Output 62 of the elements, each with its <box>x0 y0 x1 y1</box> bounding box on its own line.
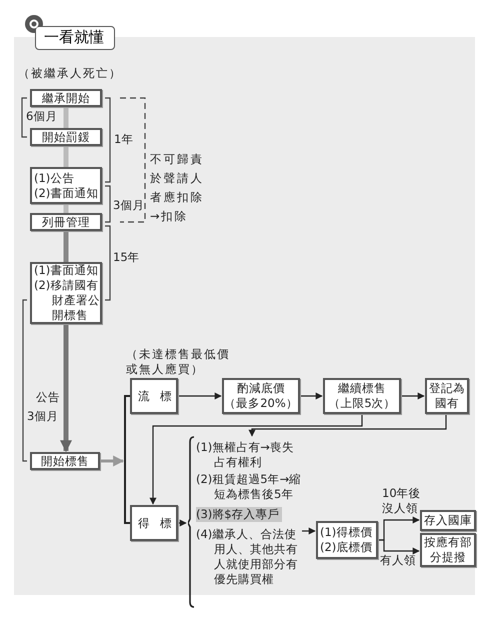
duration-label: 1年 <box>114 132 134 147</box>
connector <box>150 414 363 505</box>
connector <box>401 392 425 400</box>
edge-label: 有人領 <box>380 553 417 568</box>
process-box <box>30 89 102 107</box>
duration-label: 公告3個月 <box>27 389 61 425</box>
box-label: 按應有部分提撥 <box>423 535 473 565</box>
process-box <box>130 505 178 541</box>
connector <box>60 324 72 452</box>
box-label: 繼承開始 <box>42 90 90 106</box>
connector <box>178 520 187 526</box>
process-box <box>323 378 401 414</box>
connector <box>178 392 222 400</box>
box-label: (1)得標價 <box>320 525 372 540</box>
connector <box>248 414 447 437</box>
box-label: 登記為國有 <box>428 381 466 411</box>
connector <box>378 539 420 554</box>
edge-label: 10年後沒人領 <box>382 486 422 516</box>
box-label: (1)公告 <box>34 170 74 186</box>
connector <box>126 522 130 524</box>
process-box <box>30 128 102 146</box>
connector <box>302 528 316 534</box>
title: 一看就懂 <box>35 26 115 50</box>
box-label: （上限5次） <box>328 396 396 411</box>
box-label: 流標 <box>138 388 182 404</box>
duration-label: 6個月 <box>26 109 58 124</box>
list-item: (1)無權占有→喪失占有權利 <box>196 440 295 470</box>
box-label: 得標 <box>138 516 182 530</box>
process-box <box>30 452 100 470</box>
process-box <box>30 213 102 231</box>
box-label: 列冊管理 <box>42 214 90 230</box>
box-label: 存入國庫 <box>424 513 472 528</box>
connector <box>64 107 68 128</box>
note-text: （被繼承人死亡） <box>18 66 123 81</box>
process-box <box>130 378 178 414</box>
process-box <box>420 510 476 531</box>
process-box <box>30 167 102 204</box>
connector <box>100 456 124 466</box>
connector <box>64 146 68 167</box>
box-label: 開始罰鍰 <box>42 130 90 144</box>
connector <box>300 392 323 400</box>
box-label: 繼續標售 <box>338 381 386 396</box>
process-box <box>30 262 102 324</box>
process-box <box>316 521 378 559</box>
list-item: (4)繼承人、合法使用人、其他共有人就使用部分有優先購買權 <box>196 527 299 587</box>
box-label: 酌減底價 <box>237 381 285 396</box>
box-label: (1)書面通知 <box>34 263 98 278</box>
box-label: 開始標售 <box>41 454 89 468</box>
note-text: 不可歸責於聲請人者應扣除→扣除 <box>150 151 204 225</box>
bracketed-list <box>188 436 302 608</box>
process-box <box>222 378 300 414</box>
duration-label: 15年 <box>113 250 141 265</box>
note-text: （未達標售最低價或無人應買） <box>126 347 231 377</box>
connector <box>64 231 68 262</box>
box-label: (2)底標價 <box>320 540 372 555</box>
list-item: (2)租賃超過5年→縮短為標售後5年 <box>196 472 302 502</box>
box-label: (2)移請國有財產署公開標售 <box>34 278 100 323</box>
box-label: (2)書面通知 <box>34 186 98 200</box>
box-label: （最多20%） <box>224 396 298 411</box>
connector <box>126 395 130 397</box>
duration-label: 3個月 <box>113 198 146 213</box>
highlighted-list-item: (3)將$存入專戶 <box>196 507 282 522</box>
